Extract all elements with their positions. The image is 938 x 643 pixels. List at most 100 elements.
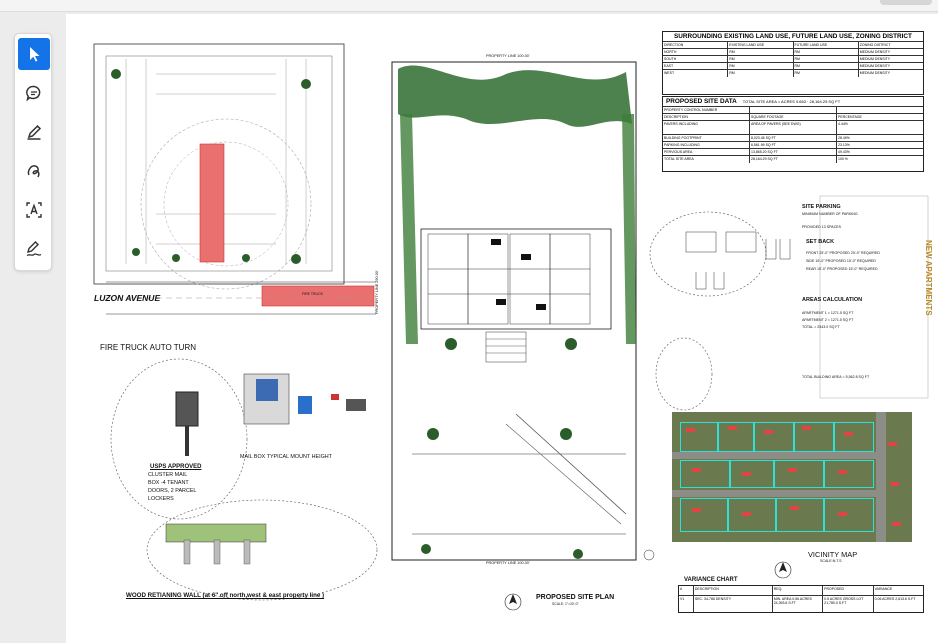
landuse-header: EXISTING LAND USE [728, 42, 794, 48]
variance-cell: 0.06 ACRES 2,613.6 S.FT [874, 597, 916, 601]
landuse-cell: RM [794, 70, 859, 77]
site-data-cell: 6,561.99 SQ FT [750, 142, 837, 148]
site-data-subtitle: TOTAL SITE AREA = ACRES 0.663 · 28,164.2… [742, 99, 841, 104]
fire-truck-auto-turn-label: FIRE TRUCK AUTO TURN [100, 343, 197, 352]
landuse-header: DIRECTION [663, 42, 729, 48]
landuse-cell: MEDIUM DENSITY [859, 64, 891, 68]
site-data-cell: 4.44% [838, 122, 848, 126]
site-data-cell: PAVERS INCLUDING [663, 121, 750, 134]
pen-icon [27, 124, 42, 140]
property-line-side: PROPERTY LINE 290.00' [375, 270, 379, 314]
top-bar [0, 0, 938, 12]
site-data-table: PROPOSED SITE DATA TOTAL SITE AREA = ACR… [662, 96, 924, 172]
landuse-title: SURROUNDING EXISTING LAND USE, FUTURE LA… [674, 33, 912, 40]
site-data-cell: 28,164.29 SQ FT [750, 156, 837, 163]
areas-title: AREAS CALCULATION [802, 297, 863, 303]
landuse-cell: MEDIUM DENSITY [859, 71, 891, 75]
site-data-cell: PERCENTAGE [838, 115, 862, 119]
areas-line: APARTMENT 2 = 1271.5 SQ FT [802, 318, 854, 322]
usps-line: USPS APPROVED [150, 464, 202, 470]
site-data-cell: 49.43% [838, 150, 850, 154]
plan-drawing [93, 43, 929, 611]
site-data-cell: 8,023.45 SQ FT [750, 135, 837, 141]
text-box-icon [26, 202, 42, 218]
site-data-cell: AREA OF PAVERS (SEE DWG) [750, 121, 837, 134]
variance-cell: SEC. 34-786 DENSITY [694, 596, 773, 612]
fire-truck-box-label: FIRE TRUCK [302, 292, 323, 296]
site-data-cell: PROPERTY CONTROL NUMBER [663, 107, 750, 113]
landuse-cell: RM [728, 63, 794, 69]
property-line-top: PROPERTY LINE 100.00' [486, 54, 530, 58]
site-data-cell: BUILDING FOOTPRINT [663, 135, 750, 141]
site-parking-line: PROVIDED 13 SPACES [802, 225, 842, 229]
usps-line: LOCKERS [148, 496, 174, 502]
site-data-cell: 13,865.20 SQ FT [750, 149, 837, 155]
usps-line: DOORS, 2 PARCEL [148, 488, 197, 494]
site-data-cell: SQUARE FOOTAGE [750, 114, 837, 120]
landuse-header: FUTURE LAND USE [794, 42, 859, 48]
variance-cell: 0.5 ACRES GROSS LOT 21,780.0 S.FT [823, 596, 874, 612]
setback-line: FRONT 25'-0" PROPOSED 25'-0" REQUIRED [806, 251, 880, 255]
landuse-cell: RM [728, 56, 794, 62]
vicinity-map-scale: SCALE:N.T.S [820, 559, 842, 563]
site-parking-line: MINIMUM NUMBER OF PARKING [802, 212, 858, 216]
vicinity-map-title: VICINITY MAP [808, 550, 858, 559]
landuse-header: ZONING DISTRICT [859, 43, 891, 47]
project-title: NEW APARTMENTS [924, 240, 933, 316]
site-data-cell: PARKING INCLUDING [663, 142, 750, 148]
landuse-cell: RM [728, 49, 794, 55]
areas-line: APARTMENT 1 = 1271.5 SQ FT [802, 311, 854, 315]
vicinity-aerial-map [672, 412, 912, 542]
site-data-cell: DESCRIPTION [663, 114, 750, 120]
property-line-bottom: PROPERTY LINE 100.00' [486, 561, 530, 565]
proposed-site-plan-title: PROPOSED SITE PLAN [536, 594, 615, 601]
street-label: LUZON AVENUE [94, 293, 161, 303]
variance-header: # [679, 586, 694, 595]
cursor-icon [30, 47, 40, 62]
usps-line: BOX -4 TENANT [148, 480, 189, 486]
text-tool[interactable] [18, 194, 50, 226]
retaining-wall-label: WOOD RETIANING WALL (at 6" off north,wes… [126, 592, 325, 599]
variance-header: VARIANCE [874, 587, 893, 591]
variance-header: DESCRIPTION [694, 586, 773, 595]
site-data-cell: 23.13% [838, 143, 850, 147]
setback-line: REAR 15'-0" PROPOSED 15'-0" REQUIRED [806, 267, 878, 271]
draw-tool[interactable] [18, 155, 50, 187]
site-data-title: PROPOSED SITE DATA [666, 98, 737, 105]
sign-tool[interactable] [18, 233, 50, 265]
variance-table: # DESCRIPTION REQ. PROPOSED VARIANCE V1 … [678, 585, 924, 613]
areas-line: TOTAL = 2543.0 SQ FT [802, 325, 840, 329]
plan-sheet: SURROUNDING EXISTING LAND USE, FUTURE LA… [66, 14, 938, 643]
variance-header: REQ. [773, 586, 824, 595]
select-tool[interactable] [18, 38, 50, 70]
landuse-cell: NORTH [663, 49, 729, 55]
variance-cell: V1 [679, 596, 694, 612]
setback-title: SET BACK [806, 239, 835, 245]
window-control[interactable] [880, 0, 932, 5]
landuse-cell: RM [794, 49, 859, 55]
comment-tool[interactable] [18, 77, 50, 109]
landuse-cell: RM [794, 56, 859, 62]
landuse-cell: MEDIUM DENSITY [859, 57, 891, 61]
landuse-cell: EAST [663, 63, 729, 69]
site-data-cell: 100 % [838, 157, 848, 161]
variance-header: PROPOSED [823, 586, 874, 595]
freehand-icon [27, 165, 40, 178]
site-parking-title: SITE PARKING [802, 204, 841, 210]
variance-title: VARIANCE CHART [684, 577, 738, 583]
landuse-cell: SOUTH [663, 56, 729, 62]
setback-line: SIDE 15'-0" PROPOSED 15'-0" REQUIRED [806, 259, 877, 263]
landuse-cell: MEDIUM DENSITY [859, 50, 891, 54]
annotation-toolbar [14, 33, 52, 271]
areas-line: TOTAL BUILDING AREA = 5,562.8 SQ FT [802, 375, 870, 379]
signature-icon [26, 241, 42, 257]
highlight-tool[interactable] [18, 116, 50, 148]
mailbox-title: MAIL BOX TYPICAL MOUNT HEIGHT [240, 454, 332, 460]
landuse-cell: RM [794, 63, 859, 69]
site-data-cell: TOTAL SITE AREA [663, 156, 750, 163]
usps-line: CLUSTER MAIL [148, 472, 188, 478]
variance-cell: MIN. AREA 0.56 ACRES 24,393.6 S.FT [773, 596, 824, 612]
site-data-cell [750, 107, 837, 113]
comment-icon [26, 85, 41, 102]
